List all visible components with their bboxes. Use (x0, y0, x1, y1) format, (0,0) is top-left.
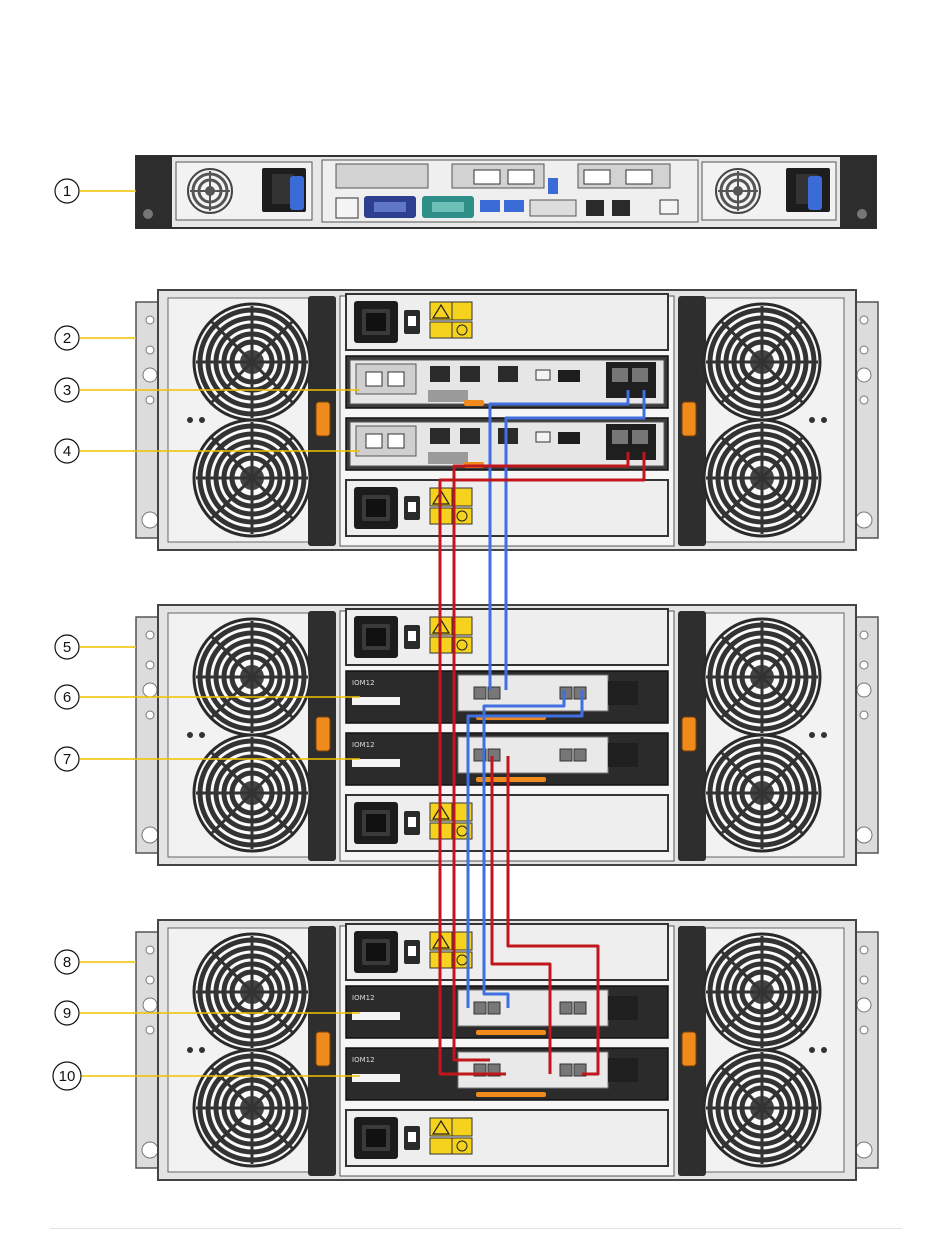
storage-controller-a (346, 356, 668, 408)
svg-text:IOM12: IOM12 (352, 994, 375, 1002)
callout-10: 10 (53, 1062, 81, 1090)
callout-2: 2 (55, 326, 79, 350)
svg-text:IOM12: IOM12 (352, 1056, 375, 1064)
callout-8: 8 (55, 950, 79, 974)
callout-7: 7 (55, 747, 79, 771)
callout-6: 6 (55, 685, 79, 709)
svg-text:IOM12: IOM12 (352, 741, 375, 749)
callout-5: 5 (55, 635, 79, 659)
svg-text:1: 1 (63, 183, 71, 200)
svg-text:9: 9 (63, 1005, 71, 1022)
iom-module-b: IOM12 (346, 1048, 668, 1100)
svg-text:IOM12: IOM12 (352, 679, 375, 687)
callout-9: 9 (55, 1001, 79, 1025)
callout-circles: 1 2 3 4 5 6 7 8 9 10 (53, 179, 81, 1090)
callout-4: 4 (55, 439, 79, 463)
svg-text:10: 10 (59, 1068, 76, 1085)
svg-text:6: 6 (63, 689, 71, 706)
expansion-shelf-2: IOM12 IOM12 (136, 920, 878, 1180)
callout-3: 3 (55, 378, 79, 402)
footer-divider (50, 1228, 902, 1229)
svg-text:2: 2 (63, 330, 71, 347)
appliance-controller-1u (136, 156, 876, 228)
svg-text:8: 8 (63, 954, 71, 971)
svg-text:3: 3 (63, 382, 71, 399)
svg-text:5: 5 (63, 639, 71, 656)
callout-1: 1 (55, 179, 79, 203)
svg-text:7: 7 (63, 751, 71, 768)
svg-text:4: 4 (63, 443, 71, 460)
